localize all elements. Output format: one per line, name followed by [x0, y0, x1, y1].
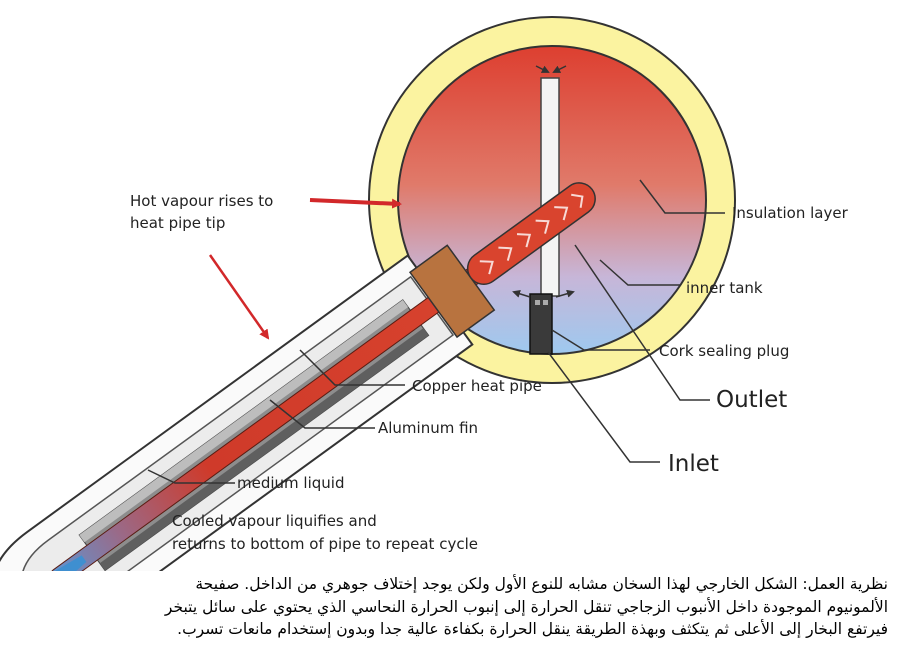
label-cooled-line1: Cooled vapour liquifies and	[172, 512, 377, 530]
inlet-flow-arrow-left	[512, 289, 531, 298]
label-hot-vapour-line2: heat pipe tip	[130, 214, 226, 232]
hot-vapour-arrow	[309, 198, 402, 209]
label-medium-liquid: medium liquid	[237, 474, 345, 492]
label-outlet: Outlet	[716, 387, 788, 413]
solar-water-heater-diagram	[0, 16, 736, 571]
label-inlet: Inlet	[668, 451, 719, 477]
outlet-pipe	[540, 77, 560, 297]
label-inner-tank: inner tank	[686, 279, 763, 297]
leader-lines	[147, 179, 725, 484]
inlet-plug	[529, 293, 553, 355]
label-aluminum-fin: Aluminum fin	[378, 419, 479, 437]
caption-line-1: نظرية العمل: الشكل الخارجي لهذا السخان م…	[195, 575, 888, 593]
outlet-flow-arrow-right	[552, 65, 567, 73]
label-hot-vapour-line1: Hot vapour rises to	[130, 192, 274, 210]
evacuated-tube	[0, 182, 596, 571]
caption-line-2: الألمونيوم الموجودة داخل الأنبوب الزجاجي…	[164, 597, 888, 616]
inlet-flow-arrow-right	[555, 289, 575, 298]
label-cooled-line2: returns to bottom of pipe to repeat cycl…	[172, 535, 478, 553]
medium-liquid	[35, 555, 87, 571]
arabic-caption: نظرية العمل: الشكل الخارجي لهذا السخان م…	[10, 573, 888, 641]
label-copper-heat-pipe: Copper heat pipe	[412, 377, 542, 395]
label-insulation-layer: Insulation layer	[732, 204, 848, 222]
caption-line-3: فيرتفع البخار إلى الأعلى ثم يتكثف وبهذة …	[177, 620, 888, 638]
label-cork-sealing-plug: Cork sealing plug	[659, 342, 790, 360]
hot-vapour-pointer	[208, 254, 270, 340]
outlet-flow-arrow-left	[535, 65, 550, 73]
